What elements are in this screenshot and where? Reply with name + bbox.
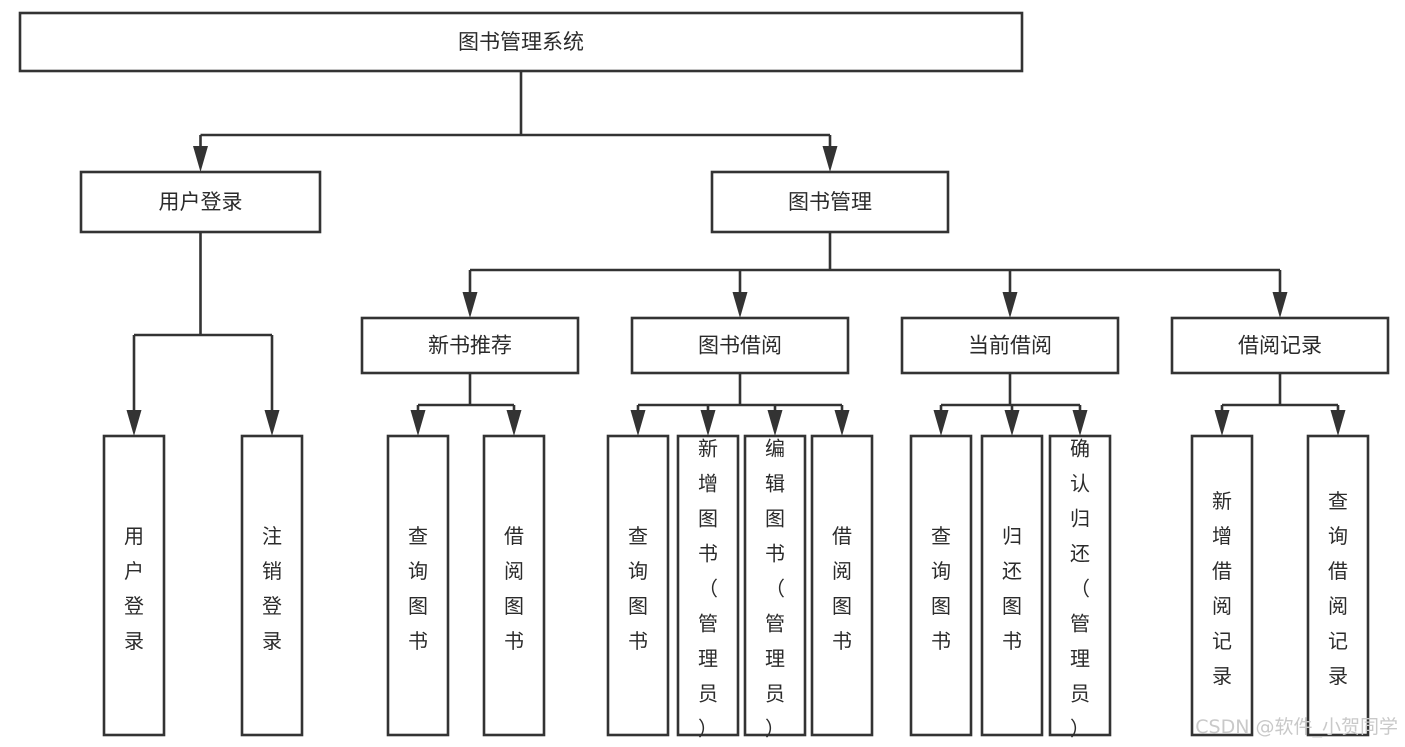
edge-current-borrow-leaf-confirm-return-arrowhead: [1072, 410, 1088, 436]
node-leaf-add-book[interactable]: 新增图书（管理员）: [676, 434, 740, 740]
edge-bm-book-borrow-arrowhead: [732, 292, 748, 318]
node-user-login[interactable]: 用户登录: [79, 170, 322, 234]
edge-current-borrow-leaf-return-book-arrowhead: [1004, 410, 1020, 436]
edge-borrow-record-leaf-query-record-arrowhead: [1330, 410, 1346, 436]
node-label-leaf-borrow-book: 借阅图书: [832, 524, 852, 653]
node-label-leaf-add-record: 新增借阅记录: [1212, 489, 1232, 688]
node-leaf-query-book-borrow[interactable]: 查询图书: [606, 434, 670, 737]
edge-root-book-manage-arrowhead: [822, 146, 838, 172]
node-leaf-query-record[interactable]: 查询借阅记录: [1306, 434, 1370, 737]
nodes-layer: 图书管理系统用户登录图书管理新书推荐图书借阅当前借阅借阅记录用户登录注销登录查询…: [18, 11, 1390, 740]
node-box-leaf-confirm-return[interactable]: [1048, 434, 1112, 737]
edge-new-book-rec-leaf-query-book-rec-arrowhead: [410, 410, 426, 436]
node-leaf-borrow-book-rec[interactable]: 借阅图书: [482, 434, 546, 737]
node-label-leaf-query-book-rec: 查询图书: [408, 524, 428, 653]
connectors-layer: [126, 71, 1346, 436]
node-box-leaf-query-book-rec[interactable]: [386, 434, 450, 737]
node-book-borrow[interactable]: 图书借阅: [630, 316, 850, 375]
node-box-leaf-borrow-book-rec[interactable]: [482, 434, 546, 737]
node-box-root[interactable]: [18, 11, 1024, 73]
node-leaf-logout[interactable]: 注销登录: [240, 434, 304, 737]
node-box-user-login[interactable]: [79, 170, 322, 234]
node-box-leaf-logout[interactable]: [240, 434, 304, 737]
edge-book-borrow-leaf-borrow-book-arrowhead: [834, 410, 850, 436]
node-label-leaf-edit-book: 编辑图书（管理员）: [765, 436, 785, 740]
node-label-current-borrow: 当前借阅: [968, 334, 1052, 358]
node-label-book-borrow: 图书借阅: [698, 334, 782, 358]
edge-new-book-rec-leaf-borrow-book-rec-arrowhead: [506, 410, 522, 436]
node-leaf-query-book-cur[interactable]: 查询图书: [909, 434, 973, 737]
node-label-leaf-borrow-book-rec: 借阅图书: [504, 524, 524, 653]
node-box-current-borrow[interactable]: [900, 316, 1120, 375]
node-label-leaf-logout: 注销登录: [262, 524, 282, 653]
edge-bm-new-book-rec-arrowhead: [462, 292, 478, 318]
node-label-leaf-return-book: 归还图书: [1002, 524, 1022, 653]
node-label-leaf-user-login: 用户登录: [124, 524, 144, 653]
node-leaf-query-book-rec[interactable]: 查询图书: [386, 434, 450, 737]
node-current-borrow[interactable]: 当前借阅: [900, 316, 1120, 375]
node-leaf-user-login[interactable]: 用户登录: [102, 434, 166, 737]
node-label-user-login: 用户登录: [159, 190, 243, 214]
node-label-root: 图书管理系统: [458, 30, 584, 54]
edge-borrow-record-leaf-add-record-arrowhead: [1214, 410, 1230, 436]
node-label-new-book-rec: 新书推荐: [428, 334, 512, 358]
node-label-borrow-record: 借阅记录: [1238, 334, 1322, 358]
node-box-leaf-add-book[interactable]: [676, 434, 740, 737]
node-book-manage[interactable]: 图书管理: [710, 170, 950, 234]
node-box-leaf-edit-book[interactable]: [743, 434, 807, 737]
node-box-leaf-query-book-cur[interactable]: [909, 434, 973, 737]
node-box-leaf-query-book-borrow[interactable]: [606, 434, 670, 737]
edge-bm-current-borrow-arrowhead: [1002, 292, 1018, 318]
node-box-new-book-rec[interactable]: [360, 316, 580, 375]
node-box-leaf-add-record[interactable]: [1190, 434, 1254, 737]
node-label-leaf-query-record: 查询借阅记录: [1328, 489, 1348, 688]
node-box-book-borrow[interactable]: [630, 316, 850, 375]
node-leaf-return-book[interactable]: 归还图书: [980, 434, 1044, 737]
node-leaf-add-record[interactable]: 新增借阅记录: [1190, 434, 1254, 737]
edge-bm-borrow-record-arrowhead: [1272, 292, 1288, 318]
edge-book-borrow-leaf-add-book-arrowhead: [700, 410, 716, 436]
node-box-leaf-borrow-book[interactable]: [810, 434, 874, 737]
csdn-watermark: CSDN @软件_小贺同学: [1195, 716, 1398, 738]
node-label-leaf-query-book-cur: 查询图书: [931, 524, 951, 653]
node-label-leaf-query-book-borrow: 查询图书: [628, 524, 648, 653]
node-label-leaf-confirm-return: 确认归还（管理员）: [1070, 436, 1090, 740]
node-label-book-manage: 图书管理: [788, 190, 872, 214]
node-leaf-edit-book[interactable]: 编辑图书（管理员）: [743, 434, 807, 740]
edge-book-borrow-leaf-query-book-borrow-arrowhead: [630, 410, 646, 436]
node-box-borrow-record[interactable]: [1170, 316, 1390, 375]
node-borrow-record[interactable]: 借阅记录: [1170, 316, 1390, 375]
edge-book-borrow-leaf-edit-book-arrowhead: [767, 410, 783, 436]
edge-user-login-leaf-user-login-arrowhead: [126, 410, 142, 436]
node-box-book-manage[interactable]: [710, 170, 950, 234]
node-new-book-rec[interactable]: 新书推荐: [360, 316, 580, 375]
node-label-leaf-add-book: 新增图书（管理员）: [698, 436, 718, 740]
node-leaf-confirm-return[interactable]: 确认归还（管理员）: [1048, 434, 1112, 740]
node-box-leaf-user-login[interactable]: [102, 434, 166, 737]
node-box-leaf-query-record[interactable]: [1306, 434, 1370, 737]
node-leaf-borrow-book[interactable]: 借阅图书: [810, 434, 874, 737]
edge-user-login-leaf-logout-arrowhead: [264, 410, 280, 436]
node-root[interactable]: 图书管理系统: [18, 11, 1024, 73]
edge-current-borrow-leaf-query-book-cur-arrowhead: [933, 410, 949, 436]
edge-root-user-login-arrowhead: [193, 146, 208, 172]
node-box-leaf-return-book[interactable]: [980, 434, 1044, 737]
